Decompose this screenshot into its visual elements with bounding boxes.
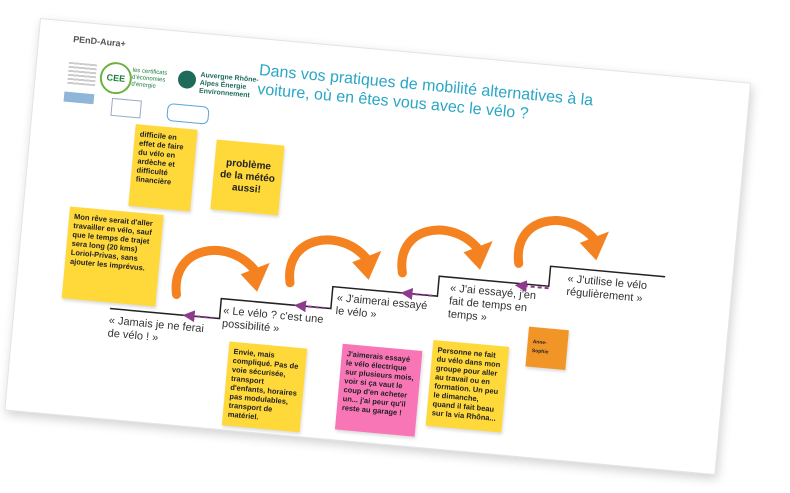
sticky-note[interactable]: problème de la météo aussi!	[210, 139, 285, 216]
sticky-note[interactable]: difficile en effet de faire du vélo en a…	[128, 124, 198, 212]
step-line	[109, 265, 666, 320]
dashed-arrow-1	[182, 310, 215, 323]
curved-arrow-3-head	[463, 240, 493, 270]
curved-arrow-4-head	[579, 231, 609, 261]
sticky-note[interactable]: Personne ne fait du vélo dans mon groupe…	[425, 339, 510, 433]
whiteboard-canvas[interactable]: PEnD-Aura+ CEE les certificats d'économi…	[4, 18, 752, 476]
curved-arrow-4	[513, 216, 598, 268]
dashed-arrow-3	[400, 287, 433, 300]
curved-arrow-2-head	[352, 250, 382, 280]
staircase-diagram	[109, 216, 666, 323]
sticky-note[interactable]: Envie, mais compliqué. Pas de voie sécur…	[221, 341, 308, 433]
sticky-note[interactable]: J'aimerais essayé le vélo électrique sur…	[334, 343, 423, 437]
dashed-arrow-2	[294, 300, 326, 313]
curved-arrow-1-head	[240, 262, 270, 292]
curved-arrow-2	[285, 235, 371, 288]
curved-arrow-1	[171, 245, 259, 300]
sticky-note[interactable]: Anne-Sophie	[525, 326, 569, 371]
sticky-note[interactable]: Mon rêve serait d'aller travailler en vé…	[61, 206, 164, 307]
curved-arrow-3	[397, 225, 482, 278]
dashed-arrow-4	[514, 280, 549, 293]
